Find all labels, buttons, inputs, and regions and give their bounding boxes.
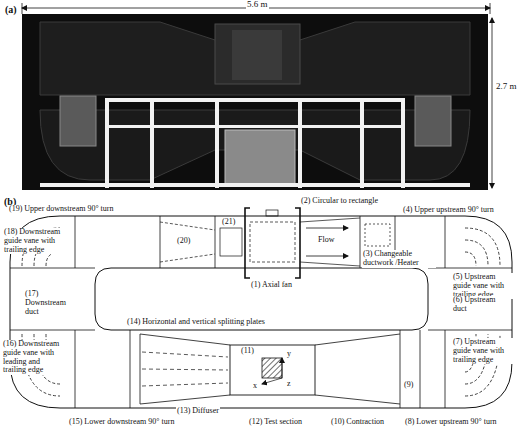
- dimension-tick: [490, 3, 491, 14]
- fan-inlet: [220, 228, 242, 256]
- contraction-wall: [315, 334, 400, 404]
- panel-letter: (a): [4, 4, 18, 15]
- part-label: (16) Downstream guide vane with leading …: [2, 340, 64, 375]
- fan-bracket: [245, 208, 300, 278]
- divider-line: [130, 330, 131, 408]
- part-label: (13) Diffuser: [176, 407, 220, 416]
- divider-line: [400, 330, 401, 408]
- part-label: (8) Lower upstream 90° turn: [404, 418, 498, 427]
- part-label: (15) Lower downstream 90° turn: [68, 418, 175, 427]
- tunnel-inner-wall: [95, 268, 428, 330]
- divider-line: [10, 268, 95, 269]
- support-leg: [150, 100, 154, 188]
- section-dividers: [10, 216, 512, 408]
- guide-vane: [465, 252, 476, 266]
- part-label: (7) Upstream guide vane with trailing ed…: [452, 338, 516, 364]
- flow-arrow: [306, 228, 348, 229]
- axial-fan-symbol: [250, 222, 295, 262]
- support-frame: [108, 125, 403, 128]
- guide-vane: [465, 240, 488, 266]
- divider-line: [428, 268, 512, 269]
- control-box: [60, 96, 96, 146]
- divider-line: [420, 330, 421, 408]
- support-leg: [298, 100, 302, 188]
- axis-label: x: [252, 382, 258, 391]
- splitting-plate: [142, 369, 228, 370]
- axis-line: [282, 358, 283, 378]
- support-leg: [360, 100, 364, 188]
- guide-vane: [465, 228, 500, 266]
- part-label: (17) Downstream duct: [24, 290, 78, 316]
- part-label: (6) Upstream duct: [452, 296, 510, 314]
- callout-number: (20): [176, 237, 191, 246]
- divider-line: [428, 330, 512, 331]
- dimension-tick: [22, 3, 23, 14]
- test-section-box: [230, 345, 315, 395]
- axis-label: z: [286, 380, 292, 389]
- support-leg: [105, 100, 109, 188]
- divider-line: [445, 216, 446, 268]
- part-label: (10) Contraction: [330, 418, 385, 427]
- part-label: (12) Test section: [248, 418, 303, 427]
- diffuser-wall: [160, 222, 215, 262]
- photo-background: [22, 14, 488, 190]
- flow-arrow: [306, 256, 348, 257]
- support-leg: [215, 100, 219, 188]
- callout-number: (21): [221, 218, 236, 227]
- control-box: [415, 96, 451, 146]
- flow-label: Flow: [317, 236, 335, 245]
- axial-fan: [232, 30, 282, 80]
- part-label: (1) Axial fan: [250, 281, 293, 290]
- part-label: (3) Changeable ductwork /Heater: [362, 250, 436, 268]
- splitting-plate: [142, 352, 228, 357]
- base-rail: [40, 183, 470, 187]
- dimension-line: [492, 18, 493, 188]
- test-section: [225, 130, 295, 184]
- splitting-plates: [142, 352, 228, 386]
- divider-line: [445, 330, 446, 408]
- divider-line: [10, 330, 95, 331]
- dimension-label: 2.7 m: [495, 82, 518, 92]
- divider-line: [360, 216, 361, 268]
- part-label: (18) Downstream guide vane with trailing…: [3, 228, 67, 254]
- axis-label: y: [286, 350, 292, 359]
- transition-wall: [300, 218, 360, 266]
- divider-line: [160, 216, 161, 268]
- part-label: (19) Upper downstream 90° turn: [8, 205, 115, 214]
- callout-number: (11): [240, 347, 255, 356]
- part-label: (2) Circular to rectangle: [300, 197, 379, 206]
- diffuser-end: [140, 334, 141, 404]
- model-hatched: [262, 358, 282, 378]
- divider-line: [75, 216, 76, 268]
- motor-symbol: [266, 210, 278, 216]
- splitting-plate: [142, 383, 228, 386]
- divider-line: [215, 216, 216, 268]
- heater-box: [365, 224, 390, 246]
- divider-line: [75, 330, 76, 408]
- part-label: (4) Upper upstream 90° turn: [402, 206, 495, 215]
- support-leg: [401, 100, 405, 188]
- fan-housing: [215, 24, 300, 84]
- diffuser-wall: [140, 334, 230, 404]
- guide-vanes: [22, 228, 500, 396]
- callout-number: (9): [403, 381, 414, 390]
- dimension-label: 5.6 m: [246, 0, 269, 10]
- upper-duct: [40, 22, 470, 95]
- axis-line: [262, 378, 282, 384]
- tunnel-outer-wall: [10, 216, 512, 408]
- part-label: (14) Horizontal and vertical splitting p…: [126, 318, 266, 327]
